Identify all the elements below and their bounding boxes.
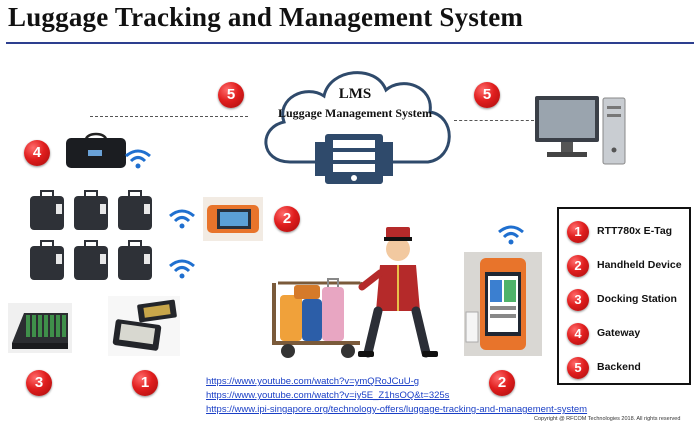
suitcase-group-icon xyxy=(30,190,152,280)
wifi-icon xyxy=(169,209,195,229)
wifi-icon xyxy=(169,259,195,279)
legend-label: Docking Station xyxy=(597,293,677,305)
legend-badge: 3 xyxy=(567,289,589,311)
handheld-device-icon xyxy=(203,197,263,241)
cloud-title: LMS xyxy=(338,86,372,102)
youtube-link-1[interactable]: https://www.youtube.com/watch?v=ymQRoJCu… xyxy=(206,376,420,387)
page-title: Luggage Tracking and Management System xyxy=(8,2,524,32)
legend-label: Gateway xyxy=(597,327,641,339)
etag-device-icon xyxy=(108,296,180,356)
wifi-icon xyxy=(498,225,524,245)
legend-badge: 2 xyxy=(567,255,589,277)
cloud-subtitle: Luggage Management System xyxy=(278,106,432,120)
badge-handheld-bottom: 2 xyxy=(489,370,515,396)
copyright-notice: Copyright @ RFCOM Technologies 2018. All… xyxy=(534,416,681,422)
server-icon xyxy=(315,134,393,184)
legend-badge: 4 xyxy=(567,323,589,345)
badge-docking-station: 3 xyxy=(26,370,52,396)
porter-luggage-cart-illustration xyxy=(272,227,438,358)
badge-backend-left: 5 xyxy=(218,82,244,108)
legend-badge: 1 xyxy=(567,221,589,243)
legend-badge: 5 xyxy=(567,357,589,379)
dashed-link-right xyxy=(454,120,534,121)
badge-backend-right: 5 xyxy=(474,82,500,108)
legend-label: Handheld Device xyxy=(597,259,682,271)
legend: 1 RTT780x E-Tag 2 Handheld Device 3 Dock… xyxy=(557,207,691,385)
legend-label: RTT780x E-Tag xyxy=(597,225,673,237)
ipi-singapore-link[interactable]: https://www.ipi-singapore.org/technology… xyxy=(206,404,588,415)
docking-station-icon xyxy=(8,303,72,353)
youtube-link-2[interactable]: https://www.youtube.com/watch?v=iy5E_Z1h… xyxy=(206,390,450,401)
desktop-computer-icon xyxy=(535,96,626,165)
cloud-icon xyxy=(264,71,451,164)
dashed-link-left xyxy=(90,116,248,117)
badge-handheld-top: 2 xyxy=(274,206,300,232)
legend-label: Backend xyxy=(597,361,641,373)
wifi-icon xyxy=(125,149,151,169)
badge-etag: 1 xyxy=(132,370,158,396)
title-rule xyxy=(6,42,694,44)
handheld-device-icon xyxy=(464,252,542,356)
badge-gateway: 4 xyxy=(24,140,50,166)
gateway-icon xyxy=(66,132,126,168)
